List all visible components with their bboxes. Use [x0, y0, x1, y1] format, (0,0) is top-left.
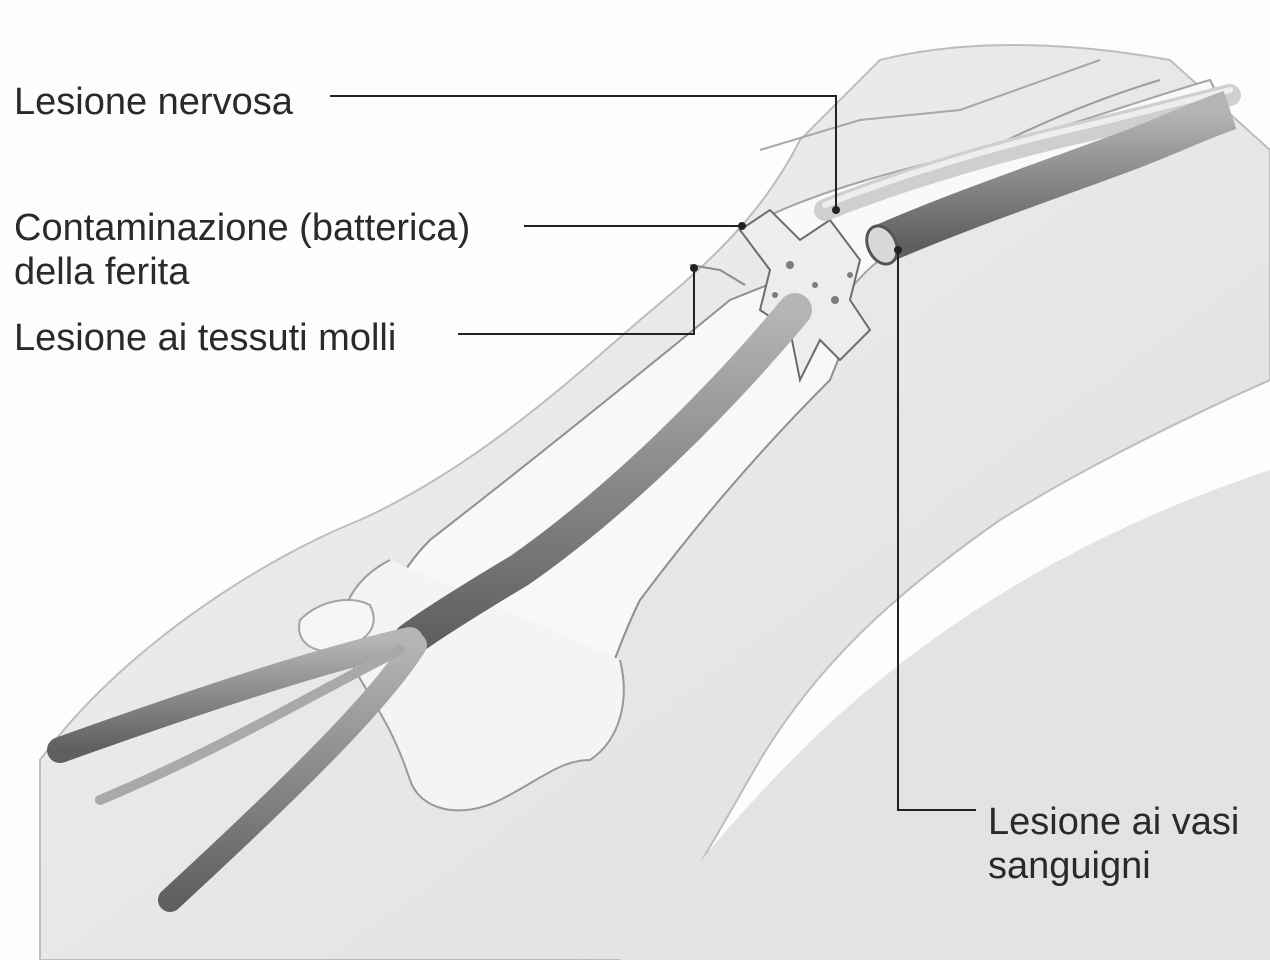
leader-line-nerve: [330, 96, 836, 210]
leader-dot-nerve: [832, 206, 840, 214]
label-contamination: Contaminazione (batterica) della ferita: [14, 206, 470, 294]
label-soft-tissue-injury: Lesione ai tessuti molli: [14, 316, 396, 360]
label-nerve-injury: Lesione nervosa: [14, 80, 293, 124]
label-vessel-injury: Lesione ai vasi sanguigni: [988, 800, 1239, 888]
leader-dot-vessel: [894, 246, 902, 254]
leader-dot-contamination: [738, 222, 746, 230]
label-soft-tissue-text: Lesione ai tessuti molli: [14, 316, 396, 360]
label-vessel-line2: sanguigni: [988, 844, 1239, 888]
label-vessel-line1: Lesione ai vasi: [988, 800, 1239, 844]
label-contamination-line2: della ferita: [14, 250, 470, 294]
label-nerve-injury-text: Lesione nervosa: [14, 80, 293, 124]
label-contamination-line1: Contaminazione (batterica): [14, 206, 470, 250]
leader-dot-soft-tissue: [690, 264, 698, 272]
